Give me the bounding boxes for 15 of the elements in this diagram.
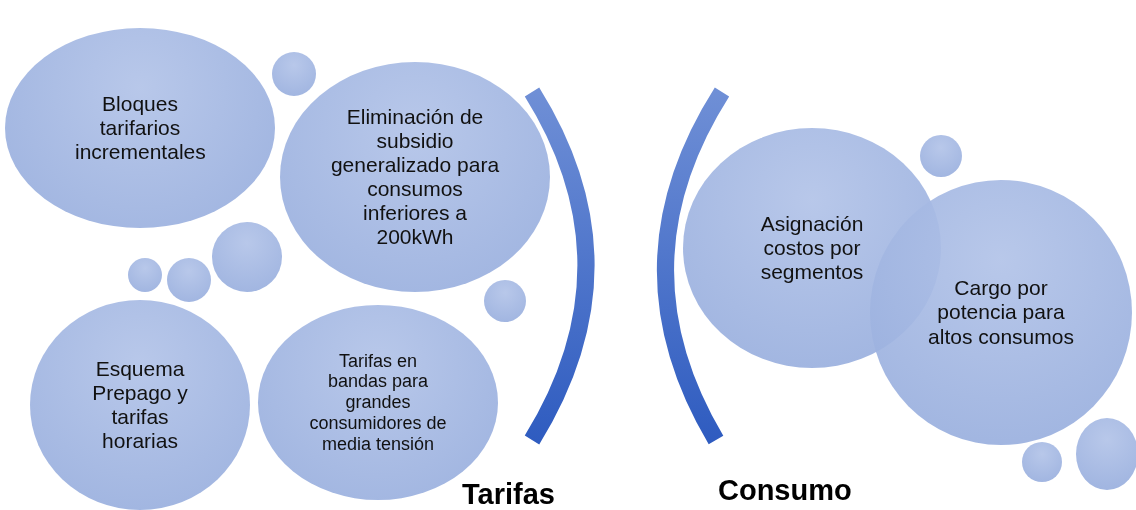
decorative-bubble [484,280,526,322]
bubble-text: Eliminación de subsidio generalizado para consumos inferiores a 200kWh [330,104,500,250]
bubble-text: Esquema Prepago y tarifas horarias [91,356,189,454]
bubble-text: Bloques tarifarios incrementales [75,91,205,165]
decorative-bubble [1022,442,1062,482]
decorative-bubble [128,258,162,292]
bubble-text: Asignación costos por segmentos [759,211,865,285]
decorative-bubble [1076,418,1136,490]
decorative-bubble [167,258,211,302]
bubble-text: Cargo por potencia para altos consumos [927,276,1075,349]
decorative-bubble [272,52,316,96]
decorative-bubble [920,135,962,177]
section-label: Tarifas [462,478,555,510]
section-label: Consumo [718,474,852,507]
bubble-text: Tarifas en bandas para grandes consumidores de media tensión [308,350,448,455]
